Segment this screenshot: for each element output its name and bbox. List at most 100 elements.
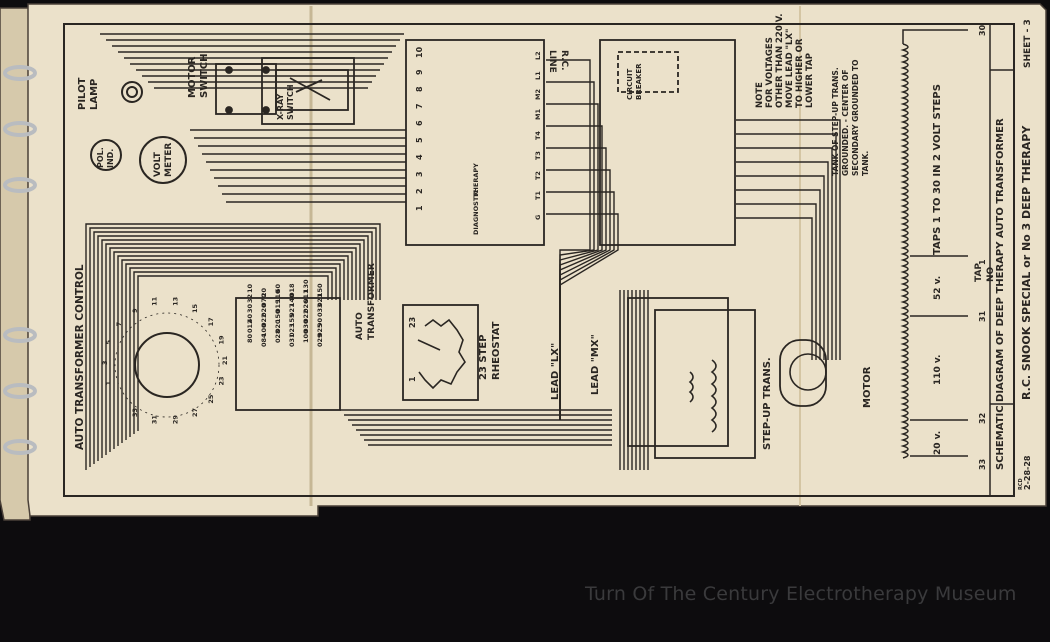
circuit-breaker-label: CIRCUIT (626, 68, 634, 100)
auto-transformer-winding (900, 43, 909, 459)
lead-number: T2 (534, 171, 542, 180)
control-bus-wire (85, 223, 381, 470)
wiring (85, 33, 841, 470)
note-label: LOWER TAP (805, 53, 815, 108)
note-label: OTHER THAN 220 V. (775, 14, 785, 108)
auto-transformer-coil (900, 29, 968, 459)
tank-note-label: TANK OF STEP-UP TRANS. (831, 67, 840, 176)
auto-transformer-label: AUTO (355, 312, 365, 340)
control-bus-wire (117, 255, 349, 446)
coil-tap-lead (902, 29, 968, 44)
control-bus-wire (133, 271, 333, 434)
tap-grid-number: 155 (288, 313, 296, 327)
tap-grid-number: 023 (288, 323, 296, 337)
dial-number: 27 (191, 408, 199, 417)
tap-number: 31 (978, 310, 987, 322)
terminal-number: 7 (415, 103, 424, 109)
volt-meter-label: VOLT (153, 151, 163, 177)
control-bus-wire (101, 239, 365, 458)
auto-transformer-control-label: AUTO TRANSFORMER CONTROL (74, 264, 86, 450)
auto-transformer-label: TRANSFORMER (367, 263, 377, 340)
tap-grid-number: 011 (302, 289, 310, 303)
tank-note-label: SECONDARY GROUNDED TO (851, 60, 860, 176)
lead-number: T1 (534, 191, 542, 200)
motor-bus-wire (736, 217, 813, 360)
pilot-lamp-label: LAMP (89, 79, 100, 110)
dial-number: 11 (151, 296, 159, 306)
circuit-breaker-label: BREAKER (635, 63, 643, 100)
tap-grid-number: 150 (274, 309, 282, 323)
v110-label: 110 v. (933, 355, 943, 385)
tap-grid-number: 022 (260, 313, 268, 327)
rheostat-end: 1 (408, 376, 417, 382)
tap-grid-number: 018 (288, 283, 296, 297)
title-line-1: SCHEMATIC DIAGRAM OF DEEP THERAPY AUTO T… (995, 118, 1006, 470)
v20-label: 20 v. (933, 431, 943, 455)
tap-no-label: NO (986, 266, 996, 282)
paper-sheet (27, 3, 1047, 517)
tap-grid-number: 32 (246, 294, 254, 303)
title-block (989, 24, 1015, 496)
lead-number: M2 (534, 89, 542, 100)
motor-bus-wire (736, 175, 825, 360)
dial-number: 23 (217, 376, 225, 385)
meters (90, 81, 187, 184)
motor-bus-wire (736, 161, 829, 360)
control-bus-wire (137, 275, 329, 431)
pol-ind-label: POL. (96, 147, 105, 168)
tap-grid-number: 030 (302, 319, 310, 333)
terminal-number: 8 (415, 86, 424, 92)
control-bus-wire (129, 267, 337, 437)
dial-number: 25 (207, 394, 215, 404)
control-bus-wire (109, 247, 357, 452)
tap-grid-number: 084 (260, 333, 268, 347)
rheostat (417, 318, 466, 390)
tap-grid-number: 012 (246, 319, 254, 333)
tap-grid-number: 140 (288, 293, 296, 307)
lead-number: L2 (534, 51, 542, 60)
lead-bus-wire (546, 213, 619, 420)
taps-label: TAPS 1 TO 30 IN 2 VOLT STEPS (932, 84, 943, 255)
lead-number: G (534, 215, 542, 220)
tap-grid-number: 10 (246, 283, 254, 293)
tap-number: 32 (978, 413, 987, 424)
xray-switch-label: X-RAY (276, 94, 285, 120)
step-up-trans-label: STEP-UP TRANS. (762, 357, 773, 450)
dial-number: 7 (115, 322, 123, 327)
note-label: FOR VOLTAGES (765, 37, 775, 108)
pilot-lamp-label: PILOT (77, 77, 88, 110)
motor-bus-wire (736, 203, 817, 360)
tap-grid-number: 150 (316, 283, 324, 297)
tap-grid-number: 031 (288, 333, 296, 347)
tap-grid-number: 20 (260, 287, 268, 297)
tank-note-label: GROUNDED. - CENTER OF (841, 70, 850, 176)
step-up-coils (688, 353, 827, 433)
rcd-label: RCD (1018, 478, 1024, 490)
dial-number: 1 (105, 381, 113, 386)
terminal-number: 10 (415, 46, 424, 58)
terminal-number: 4 (415, 154, 424, 160)
tap-grid-number: 026 (302, 299, 310, 313)
tap-grid-number: 025 (316, 323, 324, 337)
terminal-number: 6 (415, 120, 424, 126)
tap-grid-number: 020 (260, 303, 268, 317)
terminal-number: 2 (415, 188, 424, 194)
rc-line-label: R.C. (559, 50, 569, 71)
dial-number: 15 (191, 303, 199, 313)
tap-no-label: TAP (974, 263, 984, 282)
rc-line-label: LINE (547, 50, 557, 73)
dial-number: 33 (131, 408, 139, 417)
therapy-label: THERAPY (472, 163, 480, 197)
dial-number: 3 (101, 360, 109, 365)
diagnostic-label: DIAGNOSTIC (472, 189, 480, 235)
tap-grid-number: 30 (246, 303, 254, 313)
tap-grid-number: 90 (316, 317, 324, 327)
tap-number: 33 (978, 459, 987, 470)
pol-ind-label: IND. (106, 149, 115, 168)
lead-number: T3 (534, 151, 542, 160)
dial-number: 17 (207, 317, 215, 326)
rheostat-end: 23 (408, 317, 417, 328)
